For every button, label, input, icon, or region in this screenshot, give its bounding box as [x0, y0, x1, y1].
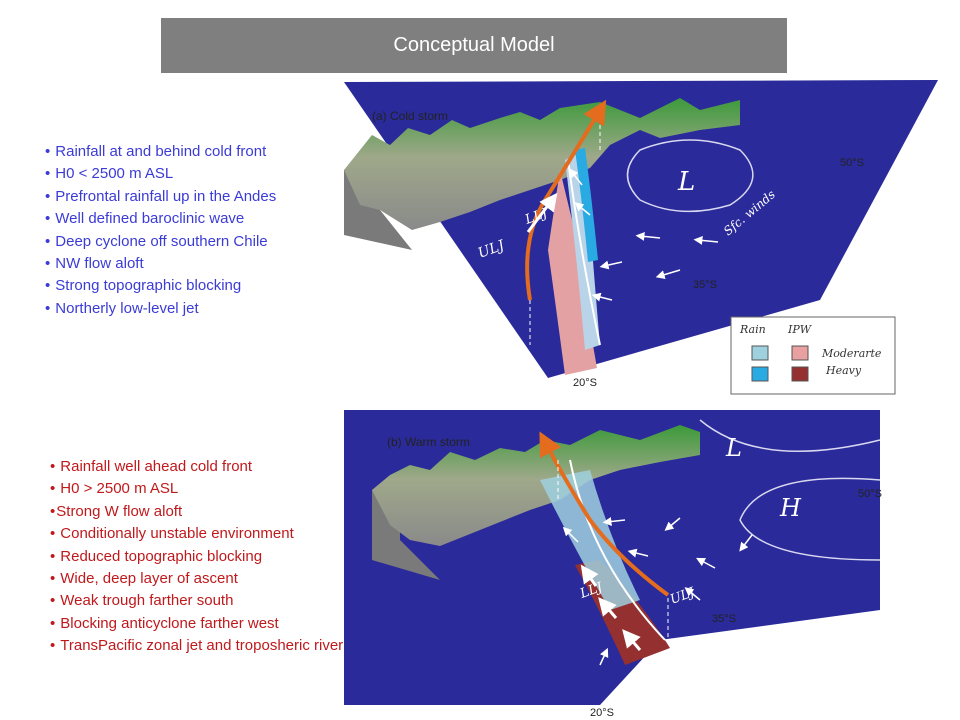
- latitude-label-20s: 20°S: [573, 377, 597, 389]
- bullet-item: Prefrontal rainfall up in the Andes: [45, 186, 276, 208]
- bullet-item: H0 < 2500 m ASL: [45, 163, 276, 185]
- legend-ipw-heavy-swatch: [791, 366, 809, 382]
- bullet-item: Reduced topographic blocking: [50, 546, 343, 568]
- bullet-item: Weak trough farther south: [50, 590, 343, 612]
- low-pressure-label: L: [725, 434, 742, 462]
- low-pressure-contour: [626, 139, 754, 213]
- high-pressure-label: H: [779, 494, 802, 522]
- legend-ipw-moderate-swatch: [791, 345, 809, 361]
- bullet-item: NW flow aloft: [45, 253, 276, 275]
- bullet-item: Conditionally unstable environment: [50, 523, 343, 545]
- legend: Rain IPW Moderarte Heavy: [730, 316, 896, 395]
- legend-rain-heavy-swatch: [751, 366, 769, 382]
- low-pressure-label: L: [677, 167, 695, 197]
- andes-terrain: [344, 98, 740, 230]
- bullet-item: Rainfall at and behind cold front: [45, 141, 276, 163]
- latitude-label-50s: 50°S: [840, 157, 864, 169]
- warm-storm-bullet-list: Rainfall well ahead cold front H0 > 2500…: [50, 456, 343, 658]
- bullet-item: Northerly low-level jet: [45, 298, 276, 320]
- bullet-item: Well defined baroclinic wave: [45, 208, 276, 230]
- andes-terrain: [372, 425, 700, 546]
- llj-arrows: [580, 564, 642, 651]
- latitude-label-20s: 20°S: [590, 707, 614, 719]
- bullet-item: H0 > 2500 m ASL: [50, 478, 343, 500]
- panel-label-cold-storm: (a) Cold storm: [372, 109, 448, 123]
- warm-storm-panel: L H ULJ LLJ 50°S 35°S 20°S (b) Warm stor…: [344, 410, 882, 719]
- legend-rain-header: Rain: [739, 323, 766, 336]
- cold-front: [569, 459, 666, 641]
- bullet-item: Blocking anticyclone farther west: [50, 613, 343, 635]
- bullet-item: Strong W flow aloft: [50, 501, 343, 523]
- cold-front: [567, 159, 601, 346]
- rain-band-heavy: [575, 148, 598, 262]
- bullet-item: Rainfall well ahead cold front: [50, 456, 343, 478]
- bullet-item: Deep cyclone off southern Chile: [45, 231, 276, 253]
- wind-arrows: [569, 168, 719, 302]
- latitude-label-50s: 50°S: [858, 488, 882, 500]
- cold-storm-bullet-list: Rainfall at and behind cold front H0 < 2…: [45, 141, 276, 320]
- wind-arrows: [562, 517, 753, 666]
- latitude-label-35s: 35°S: [693, 279, 717, 291]
- slide-title: Conceptual Model: [393, 34, 555, 56]
- low-pressure-contour: [699, 419, 881, 452]
- legend-rain-moderate-swatch: [751, 345, 769, 361]
- legend-ipw-header: IPW: [787, 323, 813, 336]
- bullet-item: TransPacific zonal jet and troposheric r…: [50, 635, 343, 657]
- bullet-item: Strong topographic blocking: [45, 275, 276, 297]
- panel-label-warm-storm: (b) Warm storm: [387, 435, 470, 449]
- upper-level-jet-arrow: [539, 431, 670, 597]
- latitude-label-35s: 35°S: [712, 613, 736, 625]
- title-bar: Conceptual Model: [161, 18, 787, 73]
- legend-heavy-label: Heavy: [825, 364, 862, 377]
- cold-storm-panel: L Sfc. winds ULJ LLJ 50°S 35°S 20°S (a) …: [344, 80, 938, 389]
- high-pressure-contour: [739, 477, 881, 561]
- bullet-item: Wide, deep layer of ascent: [50, 568, 343, 590]
- legend-moderate-label: Moderarte: [821, 347, 882, 360]
- llj-arrow: [526, 192, 558, 233]
